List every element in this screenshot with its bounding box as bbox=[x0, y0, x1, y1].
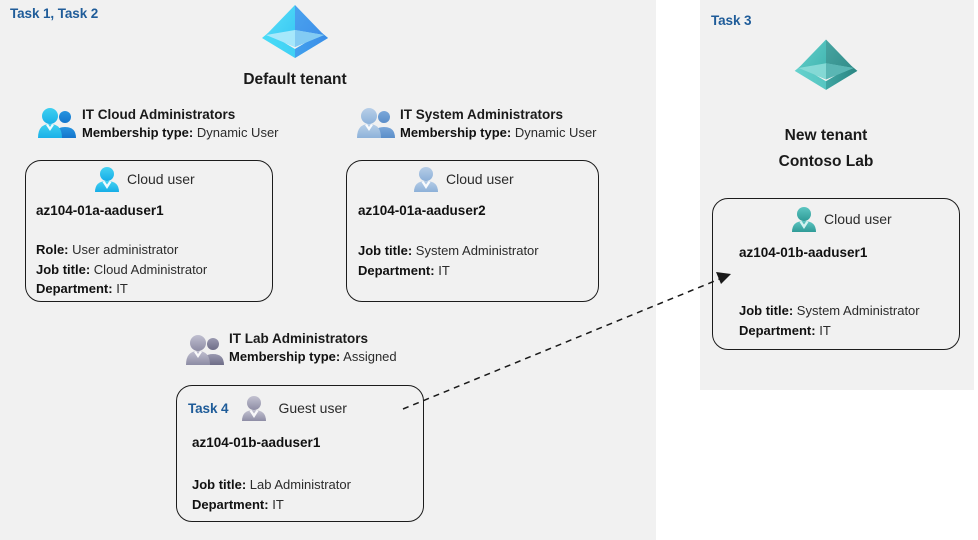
membership-value: Assigned bbox=[343, 349, 397, 364]
cloud-user-icon bbox=[412, 166, 440, 192]
attr-key: Department: bbox=[36, 281, 113, 296]
attr-job-title: Job title: System Administrator bbox=[739, 301, 920, 321]
group-it-cloud-administrators: IT Cloud Administrators Membership type:… bbox=[82, 106, 279, 142]
attr-department: Department: IT bbox=[192, 495, 351, 515]
new-tenant-name-line1: New tenant bbox=[784, 127, 868, 144]
card-username: az104-01a-aaduser2 bbox=[358, 203, 486, 218]
attr-key: Role: bbox=[36, 242, 69, 257]
user-card-aaduser1 bbox=[25, 160, 273, 302]
attr-value: System Administrator bbox=[796, 303, 920, 318]
card-attributes: Role: User administrator Job title: Clou… bbox=[36, 240, 207, 299]
membership-key: Membership type: bbox=[400, 125, 512, 140]
group-membership: Membership type: Assigned bbox=[229, 347, 397, 366]
attr-key: Job title: bbox=[192, 477, 247, 492]
attr-key: Job title: bbox=[739, 303, 794, 318]
group-membership: Membership type: Dynamic User bbox=[82, 123, 279, 142]
new-tenant-name-line2: Contoso Lab bbox=[778, 153, 874, 170]
azure-ad-tenant-icon bbox=[789, 36, 863, 100]
default-tenant-panel bbox=[0, 0, 656, 540]
attr-value: Lab Administrator bbox=[249, 477, 351, 492]
group-title: IT System Administrators bbox=[400, 107, 564, 122]
card-username: az104-01a-aaduser1 bbox=[36, 203, 164, 218]
attr-key: Department: bbox=[358, 262, 435, 278]
group-it-lab-administrators: IT Lab Administrators Membership type: A… bbox=[229, 330, 397, 366]
guest-user-icon bbox=[240, 395, 268, 421]
attr-department: Department: IT bbox=[739, 321, 920, 341]
attr-value: Cloud Administrator bbox=[93, 261, 208, 277]
membership-value: Dynamic User bbox=[196, 125, 279, 140]
cloud-user-icon bbox=[93, 166, 121, 192]
group-users-icon bbox=[38, 107, 76, 139]
card-user-type: Task 4 Guest user bbox=[188, 395, 347, 421]
attr-value: System Administrator bbox=[415, 243, 539, 258]
attr-key: Department: bbox=[739, 322, 816, 338]
card-user-type-label: Cloud user bbox=[127, 171, 195, 187]
attr-department: Department: IT bbox=[358, 261, 539, 281]
attr-value: IT bbox=[819, 322, 831, 338]
card-user-type: Cloud user bbox=[412, 166, 514, 192]
group-title: IT Lab Administrators bbox=[229, 331, 369, 346]
azure-ad-tenant-icon bbox=[256, 2, 334, 68]
card-attributes: Job title: System Administrator Departme… bbox=[358, 241, 539, 280]
attr-value: IT bbox=[116, 281, 128, 296]
card-username: az104-01b-aaduser1 bbox=[739, 245, 868, 260]
user-card-contoso-aaduser1 bbox=[712, 198, 960, 350]
group-users-icon bbox=[357, 107, 395, 139]
card-attributes: Job title: Lab Administrator Department:… bbox=[192, 475, 351, 514]
attr-key: Department: bbox=[192, 496, 269, 512]
group-membership: Membership type: Dynamic User bbox=[400, 123, 597, 142]
card-user-type: Cloud user bbox=[790, 206, 892, 232]
attr-job-title: Job title: System Administrator bbox=[358, 241, 539, 261]
task-label-3: Task 3 bbox=[711, 13, 752, 28]
default-tenant-name: Default tenant bbox=[243, 71, 347, 88]
attr-job-title: Job title: Cloud Administrator bbox=[36, 260, 207, 280]
card-username: az104-01b-aaduser1 bbox=[192, 435, 321, 450]
group-title: IT Cloud Administrators bbox=[82, 107, 236, 122]
task-label-1-2: Task 1, Task 2 bbox=[10, 6, 99, 21]
card-user-type-label: Guest user bbox=[278, 400, 347, 416]
attr-value: IT bbox=[438, 262, 450, 278]
attr-job-title: Job title: Lab Administrator bbox=[192, 475, 351, 495]
user-card-guest-aaduser1 bbox=[176, 385, 424, 522]
card-user-type-label: Cloud user bbox=[446, 171, 514, 187]
group-users-icon bbox=[186, 334, 224, 366]
membership-value: Dynamic User bbox=[514, 125, 597, 140]
attr-role: Role: User administrator bbox=[36, 240, 207, 260]
card-user-type-label: Cloud user bbox=[824, 211, 892, 227]
group-it-system-administrators: IT System Administrators Membership type… bbox=[400, 106, 597, 142]
task-label-4: Task 4 bbox=[188, 400, 229, 416]
attr-key: Job title: bbox=[358, 243, 413, 258]
attr-value: IT bbox=[272, 496, 284, 512]
membership-key: Membership type: bbox=[82, 125, 194, 140]
attr-value: User administrator bbox=[72, 242, 179, 257]
card-user-type: Cloud user bbox=[93, 166, 195, 192]
attr-key: Job title: bbox=[36, 261, 91, 277]
attr-department: Department: IT bbox=[36, 279, 207, 299]
membership-key: Membership type: bbox=[229, 349, 341, 364]
card-attributes: Job title: System Administrator Departme… bbox=[739, 301, 920, 340]
cloud-user-icon bbox=[790, 206, 818, 232]
